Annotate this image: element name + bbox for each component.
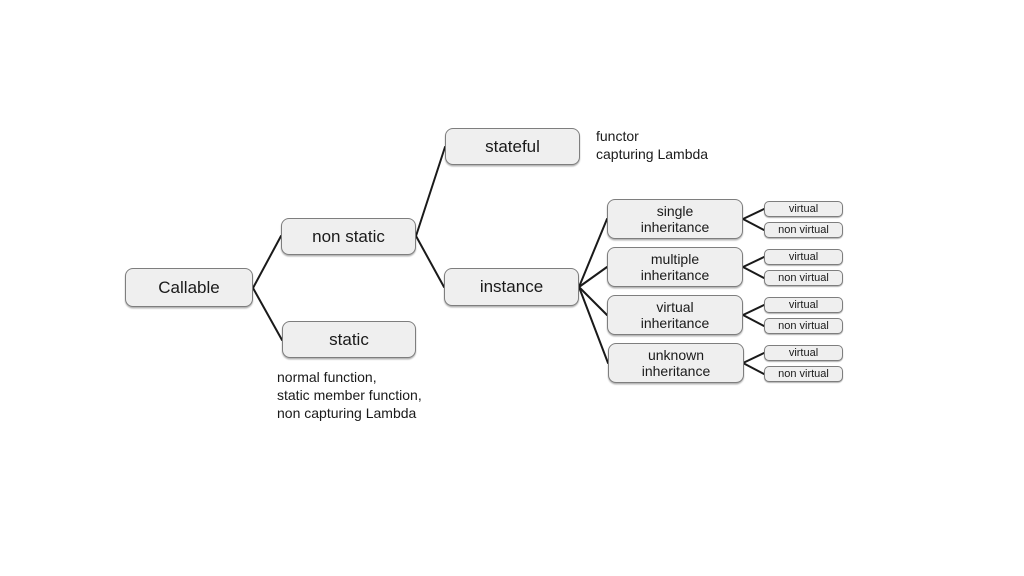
node-unknown-inheritance: unknown inheritance — [608, 343, 744, 383]
node-virtual-inheritance: virtual inheritance — [607, 295, 743, 335]
leaf-unknown-virtual: virtual — [764, 345, 843, 361]
node-single-inheritance: single inheritance — [607, 199, 743, 239]
leaf-single-virtual: virtual — [764, 201, 843, 217]
stateful-note: functor capturing Lambda — [596, 128, 709, 162]
node-multiple-inheritance: multiple inheritance — [607, 247, 743, 287]
static-note: normal function, static member function,… — [277, 369, 422, 421]
node-instance: instance — [444, 268, 579, 306]
node-non-static: non static — [281, 218, 416, 255]
leaf-unknown-non-virtual: non virtual — [764, 366, 843, 382]
node-static: static — [282, 321, 416, 358]
leaf-multiple-non-virtual: non virtual — [764, 270, 843, 286]
leaf-single-non-virtual: non virtual — [764, 222, 843, 238]
leaf-multiple-virtual: virtual — [764, 249, 843, 265]
leaf-virtual-non-virtual: non virtual — [764, 318, 843, 334]
node-callable: Callable — [125, 268, 253, 307]
node-stateful: stateful — [445, 128, 580, 165]
leaf-virtual-virtual: virtual — [764, 297, 843, 313]
